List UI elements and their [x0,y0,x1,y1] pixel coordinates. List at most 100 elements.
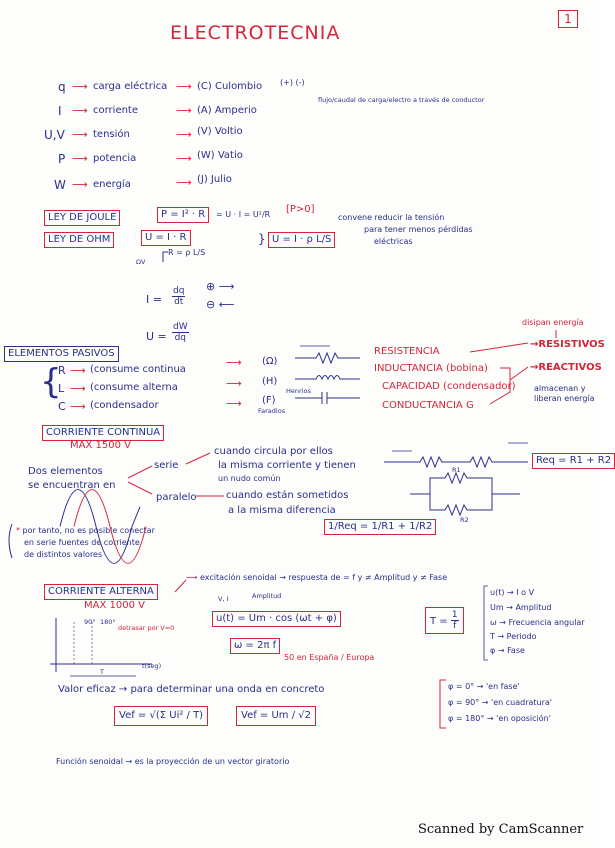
ac-graph-time: t(seg) [142,662,162,670]
arrow-icon: ⟶ [70,364,86,377]
ac-graph-180: 180° [100,618,116,626]
arrow-icon: ⟶ [226,377,242,390]
ac-spain: 50 en España / Europa [284,653,375,662]
ac-max: MAX 1000 V [84,600,145,611]
inductor-icon [295,375,360,381]
passive-reactivos: →REACTIVOS [530,362,602,373]
ac-vi: V, I [218,595,229,603]
dc-r2: R2 [460,516,469,524]
unit-symbol-i: I [58,104,62,118]
dc-serie: serie [154,460,179,471]
ac-funcion: Función senoidal → es la proyección de u… [56,757,290,766]
unit-symbol-p: P [58,152,66,166]
unit-unit-w: (J) Julio [197,174,232,185]
arrow-icon [489,367,511,405]
arrow-icon [469,342,529,353]
ac-legend-1: u(t) → I o V [490,588,535,597]
unit-symbol-u: U,V [44,128,65,142]
arrow-icon: ⟶ [72,178,88,191]
passive-unit-c: (F) [262,395,276,406]
ac-graph-90: 90° [84,618,96,626]
ac-vef-2: Vef = Um / √2 [236,706,316,726]
dc-note-2: en serie fuentes de corriente [24,538,140,547]
arrow-icon: ⟶ [176,104,192,117]
unit-unit-u: (V) Voltio [197,126,243,137]
scanner-footer: Scanned by CamScanner [418,822,584,837]
ac-eficaz: Valor eficaz → para determinar una onda … [58,684,325,695]
joule-note-1: convene reducir la tensión [338,213,445,222]
passive-liberan: liberan energía [534,394,595,403]
passive-desc-l: (consume alterna [90,382,178,393]
dc-r1: R1 [452,466,461,474]
ac-legend-3: ω → Frecuencia angular [490,618,585,627]
passive-unit-l: (H) [262,376,278,387]
joule-condition: [P>0] [286,204,315,215]
ohm-formula: U = I · R [141,230,191,246]
arrow-icon: ⟶ [72,104,88,117]
dc-intro-2: se encuentran en [28,480,116,491]
unit-name-w: energía [93,179,131,190]
arrow-icon: ⟶ [176,176,192,189]
dc-label: CORRIENTE CONTINUA [42,425,165,441]
ac-phase-2: φ = 90° → 'en cuadratura' [448,698,553,707]
brace-icon: } [258,232,266,246]
arrow-icon: ⟶ [70,382,86,395]
passive-conductance: CONDUCTANCIA G [382,400,474,411]
passive-name-l: INDUCTANCIA (bobina) [374,363,488,374]
passive-below-l: Henrios [286,387,311,395]
resistor-icon [295,351,360,365]
ac-graph-t: T [100,668,104,676]
voltage-def-lhs: U = [146,330,167,343]
ac-axes-icon [50,618,152,672]
current-plus-icon: ⊕ ⟶ [206,280,235,293]
ac-legend-5: φ → Fase [490,646,525,655]
dc-paralelo-desc-2: a la misma diferencia [228,505,336,516]
brace-icon: { [40,362,62,402]
arrow-icon: ⟶ [226,397,242,410]
ac-graph-label: detrasar por V=0 [118,624,175,632]
passive-below-c: Faradios [258,407,286,415]
unit-symbol-w: W [54,178,66,192]
dc-max: MAX 1500 V [70,440,131,451]
dc-serie-desc-2: la misma corriente y tienen [218,460,356,471]
ohm-sub: R = ρ L/S [168,248,206,257]
current-def-lhs: I = [146,293,162,306]
unit-name-q: carga eléctrica [93,81,168,92]
joule-label: LEY DE JOULE [44,210,121,226]
series-resistors-icon [384,455,528,469]
unit-unit-i: (A) Amperio [197,105,257,116]
ac-formula: u(t) = Um · cos (ωt + φ) [212,611,341,627]
bracket-icon [483,585,488,661]
arrow-icon [509,366,529,381]
unit-unit-p: (W) Vatio [197,150,243,161]
arrow-icon: ⟶ [72,80,88,93]
arrow-icon: ⟶ [176,152,192,165]
current-minus-icon: ⊖ ⟵ [206,298,235,311]
bracket-icon [439,679,446,729]
joule-alt: = U · I = U²/R [216,210,271,219]
passive-resistivos: →RESISTIVOS [530,339,605,350]
passive-unit-r: (Ω) [262,356,278,367]
dc-paralelo-desc-1: cuando están sometidos [226,490,349,501]
passive-sym-l: L [58,382,65,395]
ac-phase-1: φ = 0° → 'en fase' [448,682,520,691]
dc-note-1: * por tanto, no es posible conectar [16,526,155,535]
dc-intro-1: Dos elementos [28,466,103,477]
drawing-overlay [8,251,557,729]
arrow-icon: ⟶ [226,356,242,369]
ac-label: CORRIENTE ALTERNA [44,584,158,600]
unit-symbol-q: q [58,80,66,94]
arrow-icon: ⟶ [176,80,192,93]
notes-page: ELECTROTECNIA 1 q ⟶ carga eléctrica ⟶ (C… [4,10,615,837]
ac-omega: ω = 2π f [230,638,281,654]
ac-legend-4: T → Periodo [490,632,537,641]
passive-sym-r: R [58,364,66,377]
passive-almacenan: almacenan y [534,384,586,393]
current-arrow-icon [392,442,528,452]
arrow-icon [185,452,224,497]
capacitor-icon [295,392,360,404]
arrow-icon [174,579,187,593]
arrow-icon: ⟶ [176,128,192,141]
